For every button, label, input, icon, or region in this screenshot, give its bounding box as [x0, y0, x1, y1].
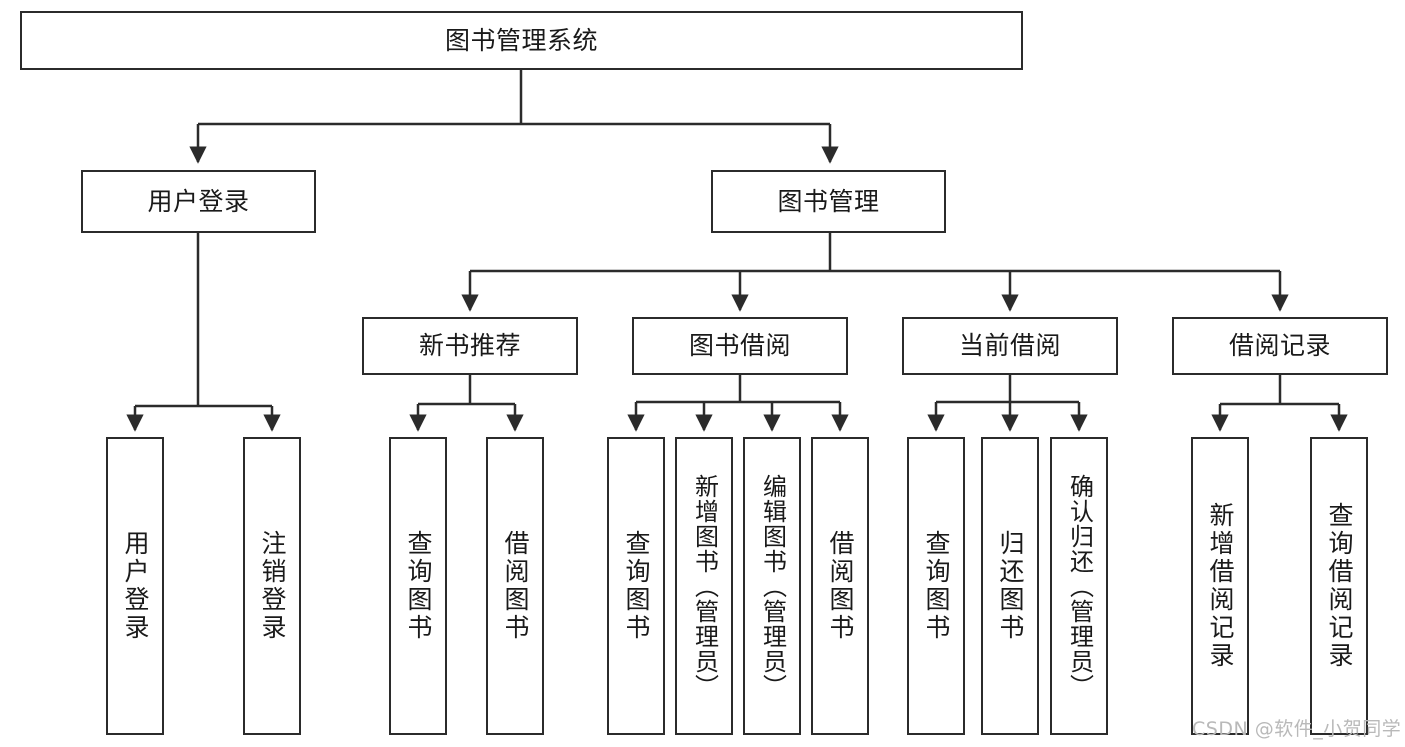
node-new-book-recommend[interactable]: 新书推荐	[362, 317, 578, 375]
node-borrow-record-label: 借阅记录	[1228, 331, 1331, 361]
node-leaf-borrow-book-1[interactable]: 借阅图书	[486, 437, 544, 735]
node-leaf-edit-book-label: 编辑图书（管理员）	[758, 473, 787, 699]
node-leaf-query-book-1-label: 查询图书	[404, 530, 433, 642]
node-book-manage[interactable]: 图书管理	[711, 170, 946, 233]
node-book-borrow[interactable]: 图书借阅	[632, 317, 848, 375]
node-borrow-record[interactable]: 借阅记录	[1172, 317, 1388, 375]
node-leaf-add-book[interactable]: 新增图书（管理员）	[675, 437, 733, 735]
edge-group-current-borrow	[927, 375, 1088, 432]
node-leaf-add-book-label: 新增图书（管理员）	[690, 473, 719, 699]
node-book-borrow-label: 图书借阅	[688, 331, 791, 361]
node-current-borrow[interactable]: 当前借阅	[902, 317, 1118, 375]
node-leaf-logout[interactable]: 注销登录	[243, 437, 301, 735]
edge-group-borrow-record	[1211, 375, 1348, 432]
node-leaf-confirm-return[interactable]: 确认归还（管理员）	[1050, 437, 1108, 735]
node-leaf-confirm-return-label: 确认归还（管理员）	[1065, 473, 1094, 699]
node-leaf-borrow-book-1-label: 借阅图书	[501, 530, 530, 642]
node-leaf-logout-label: 注销登录	[258, 530, 287, 642]
node-current-borrow-label: 当前借阅	[958, 331, 1061, 361]
node-root-label: 图书管理系统	[444, 25, 598, 55]
csdn-watermark: CSDN @软件_小贺同学	[1192, 718, 1402, 740]
node-leaf-query-record-label: 查询借阅记录	[1325, 502, 1354, 670]
edge-group-book-manage	[461, 233, 1289, 312]
node-user-login[interactable]: 用户登录	[81, 170, 316, 233]
node-leaf-query-book-3-label: 查询图书	[922, 530, 951, 642]
node-leaf-query-book-3[interactable]: 查询图书	[907, 437, 965, 735]
node-leaf-user-login-label: 用户登录	[121, 530, 150, 642]
node-leaf-query-book-2-label: 查询图书	[622, 530, 651, 642]
node-leaf-query-book-1[interactable]: 查询图书	[389, 437, 447, 735]
node-leaf-return-book-label: 归还图书	[996, 530, 1025, 642]
node-new-book-recommend-label: 新书推荐	[418, 331, 521, 361]
edge-group-user-login	[126, 233, 281, 432]
node-leaf-query-book-2[interactable]: 查询图书	[607, 437, 665, 735]
node-leaf-add-record[interactable]: 新增借阅记录	[1191, 437, 1249, 735]
node-user-login-label: 用户登录	[147, 186, 250, 216]
node-leaf-edit-book[interactable]: 编辑图书（管理员）	[743, 437, 801, 735]
edge-group-book-borrow	[627, 375, 849, 432]
node-leaf-borrow-book-2[interactable]: 借阅图书	[811, 437, 869, 735]
edge-group-root	[189, 70, 839, 164]
edge-group-new-book-recommend	[409, 375, 524, 432]
node-leaf-borrow-book-2-label: 借阅图书	[826, 530, 855, 642]
node-leaf-user-login[interactable]: 用户登录	[106, 437, 164, 735]
node-root[interactable]: 图书管理系统	[20, 11, 1023, 70]
node-book-manage-label: 图书管理	[777, 186, 880, 216]
node-leaf-return-book[interactable]: 归还图书	[981, 437, 1039, 735]
node-leaf-add-record-label: 新增借阅记录	[1206, 502, 1235, 670]
node-leaf-query-record[interactable]: 查询借阅记录	[1310, 437, 1368, 735]
